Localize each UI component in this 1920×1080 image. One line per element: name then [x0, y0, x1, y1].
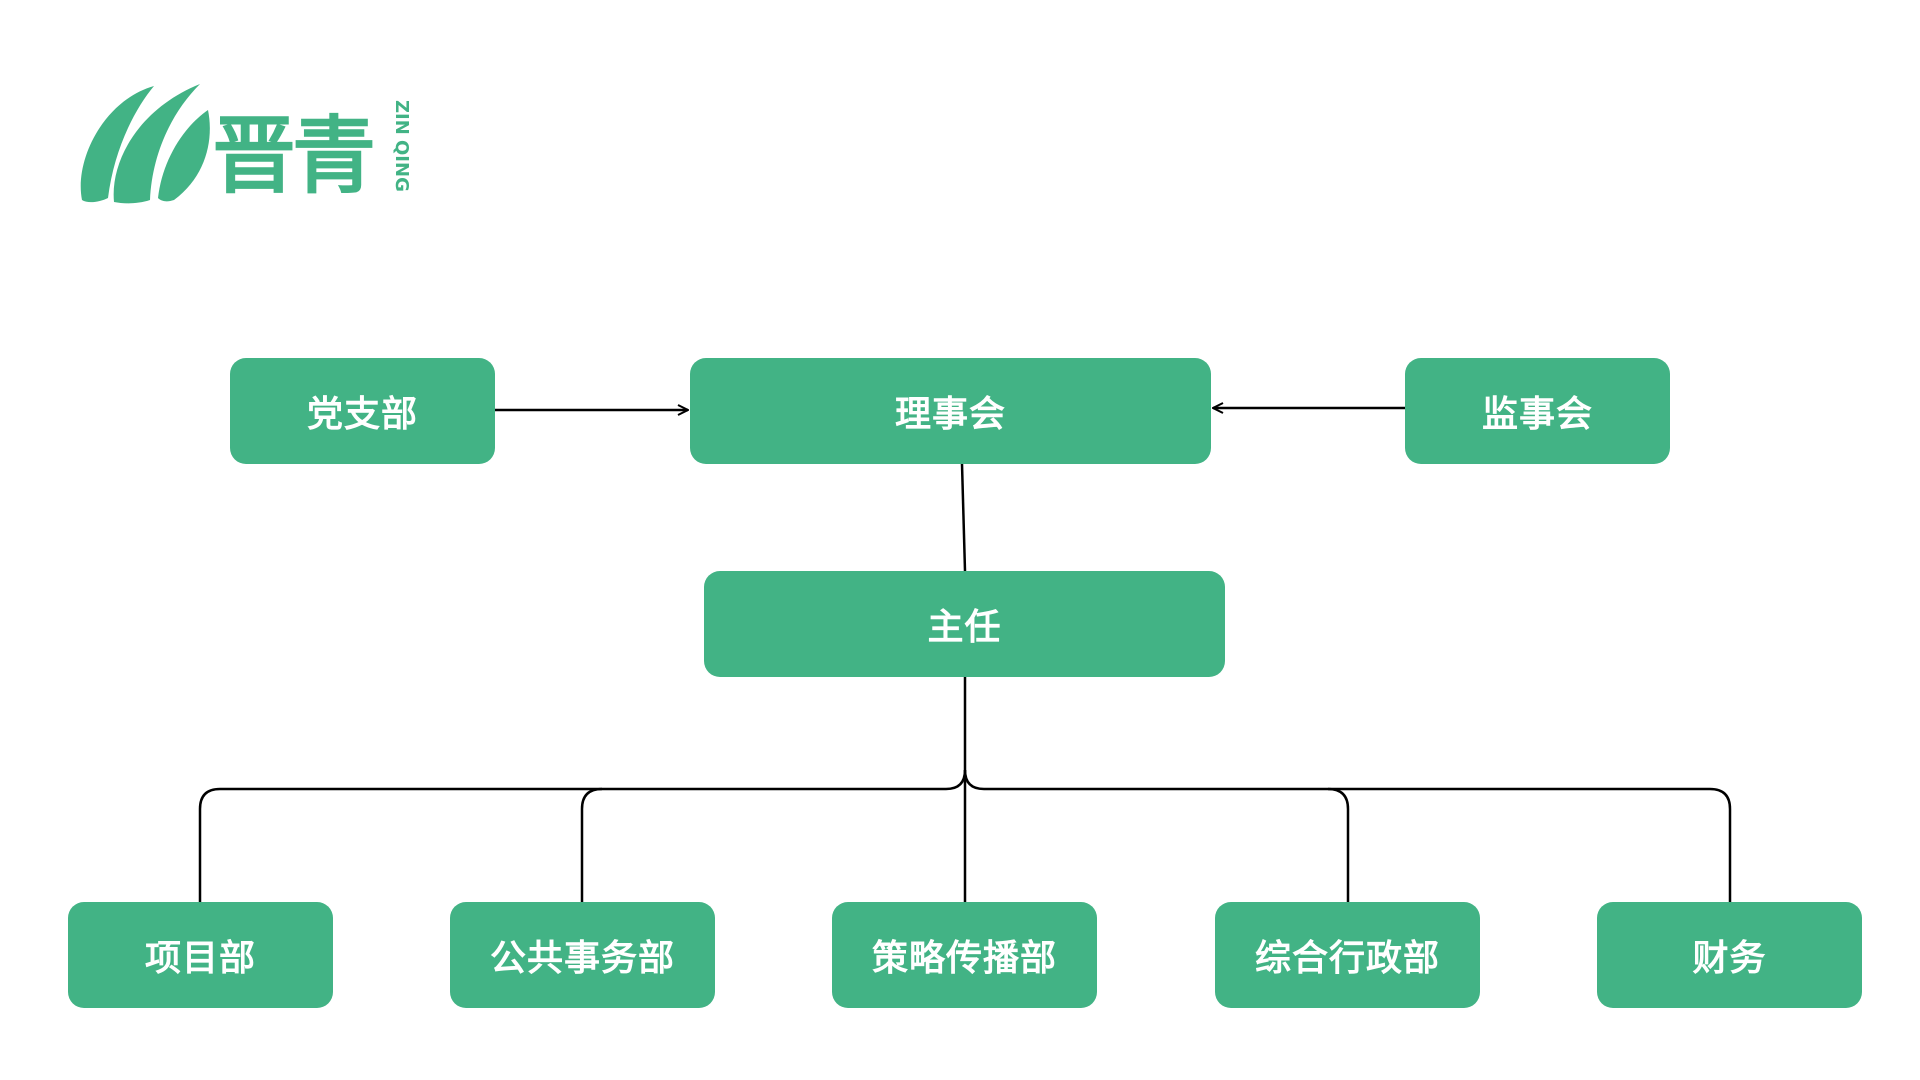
- node-director: 主任: [704, 571, 1225, 677]
- connector-to-public-affairs: [580, 787, 603, 902]
- node-board: 理事会: [690, 358, 1211, 464]
- svg-text:QING: QING: [391, 140, 412, 192]
- connector-board-director: [960, 463, 967, 572]
- svg-text:ZIN: ZIN: [391, 100, 412, 135]
- node-board-label: 理事会: [894, 394, 1006, 435]
- node-party-branch-label: 党支部: [306, 394, 418, 435]
- node-party-branch: 党支部: [230, 358, 495, 464]
- node-finance-label: 财务: [1692, 938, 1767, 979]
- node-projects: 项目部: [68, 902, 333, 1008]
- node-communications-label: 策略传播部: [871, 938, 1057, 979]
- node-supervisors: 监事会: [1405, 358, 1670, 464]
- connector-to-projects: [198, 769, 967, 902]
- leaf-icon: [80, 84, 210, 204]
- node-projects-label: 项目部: [144, 938, 256, 979]
- connector-to-admin: [1327, 787, 1350, 902]
- node-director-label: 主任: [927, 607, 1002, 648]
- node-admin-label: 综合行政部: [1254, 938, 1440, 979]
- connector-to-finance: [963, 769, 1732, 902]
- node-public-affairs: 公共事务部: [450, 902, 715, 1008]
- node-finance: 财务: [1597, 902, 1862, 1008]
- node-communications: 策略传播部: [832, 902, 1097, 1008]
- logo-pinyin: ZIN QING: [391, 100, 412, 192]
- node-admin: 综合行政部: [1215, 902, 1480, 1008]
- logo: 晋青 ZIN QING: [80, 84, 412, 205]
- logo-text: 晋青: [212, 107, 373, 205]
- node-supervisors-label: 监事会: [1481, 394, 1593, 435]
- node-public-affairs-label: 公共事务部: [489, 938, 675, 979]
